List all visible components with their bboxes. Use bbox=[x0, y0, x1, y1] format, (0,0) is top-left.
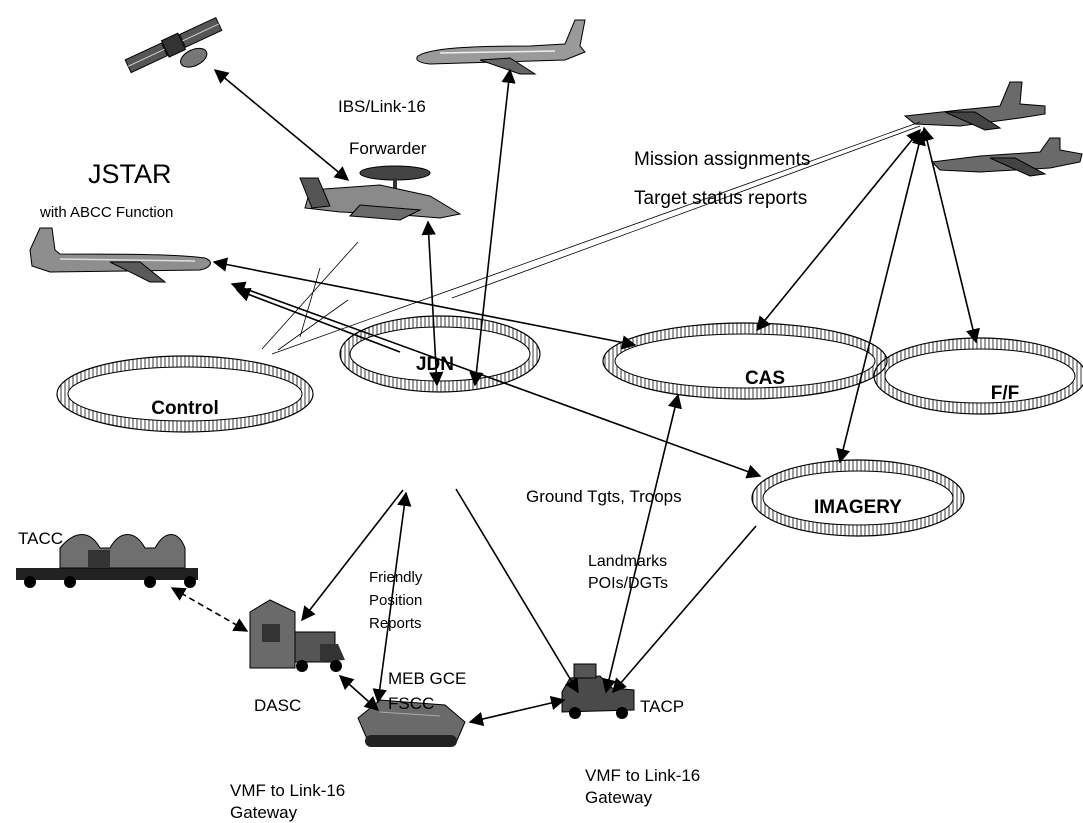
link-cas-tacp bbox=[606, 395, 678, 692]
link-fighter-imagery bbox=[840, 132, 922, 462]
network-ring-imagery: IMAGERY bbox=[752, 460, 964, 536]
label-mission-assignments: Mission assignments bbox=[634, 149, 810, 170]
link-satellite-forwarder bbox=[215, 70, 348, 180]
network-label-imagery: IMAGERY bbox=[814, 497, 902, 518]
network-ring-jdn: JDN bbox=[340, 316, 540, 392]
dasc-facility-icon bbox=[250, 600, 345, 672]
label-forwarder: Forwarder bbox=[349, 139, 427, 158]
label-friendly: Friendly bbox=[369, 569, 423, 586]
label-ground-tgts: Ground Tgts, Troops bbox=[526, 487, 682, 506]
label-tacc: TACC bbox=[18, 529, 63, 548]
label-gateway-right-1: VMF to Link-16 bbox=[585, 766, 700, 785]
label-abcc: with ABCC Function bbox=[39, 204, 173, 221]
tacp-vehicle-icon bbox=[562, 664, 634, 719]
network-ring-ff: F/F bbox=[874, 338, 1083, 414]
network-ring-control: Control bbox=[57, 356, 313, 432]
link-jdn-tacp bbox=[456, 489, 578, 692]
link-dasc-meb bbox=[340, 676, 378, 710]
link-imagery-tacp bbox=[613, 526, 756, 692]
label-tacp: TACP bbox=[640, 697, 684, 716]
fighter-jet-icon-2 bbox=[932, 138, 1082, 176]
network-label-ff: F/F bbox=[991, 383, 1020, 404]
forwarder-aircraft-icon bbox=[300, 166, 460, 220]
label-ibs-link16: IBS/Link-16 bbox=[338, 97, 426, 116]
label-gateway-right-2: Gateway bbox=[585, 788, 653, 807]
satellite-icon bbox=[124, 16, 230, 92]
label-position: Position bbox=[369, 592, 422, 609]
link-meb-tacp bbox=[470, 700, 564, 722]
label-jstar: JSTAR bbox=[88, 159, 172, 189]
network-label-control: Control bbox=[151, 398, 219, 419]
jstar-aircraft-icon bbox=[30, 228, 210, 282]
label-pois: POIs/DGTs bbox=[588, 575, 668, 592]
fighter-jet-icon bbox=[905, 82, 1045, 130]
label-dasc: DASC bbox=[254, 696, 301, 715]
network-ring-cas: CAS bbox=[603, 323, 887, 399]
airliner-icon bbox=[417, 20, 585, 74]
label-landmarks: Landmarks bbox=[588, 553, 667, 570]
label-gateway-left-2: Gateway bbox=[230, 803, 298, 822]
label-meb-gce: MEB GCE bbox=[388, 669, 466, 688]
label-reports: Reports bbox=[369, 615, 422, 632]
label-gateway-left-1: VMF to Link-16 bbox=[230, 781, 345, 800]
label-target-status: Target status reports bbox=[634, 188, 807, 209]
link-tacc-dasc bbox=[172, 588, 247, 631]
network-label-cas: CAS bbox=[745, 368, 785, 389]
label-fscc: FSCC bbox=[388, 694, 434, 713]
